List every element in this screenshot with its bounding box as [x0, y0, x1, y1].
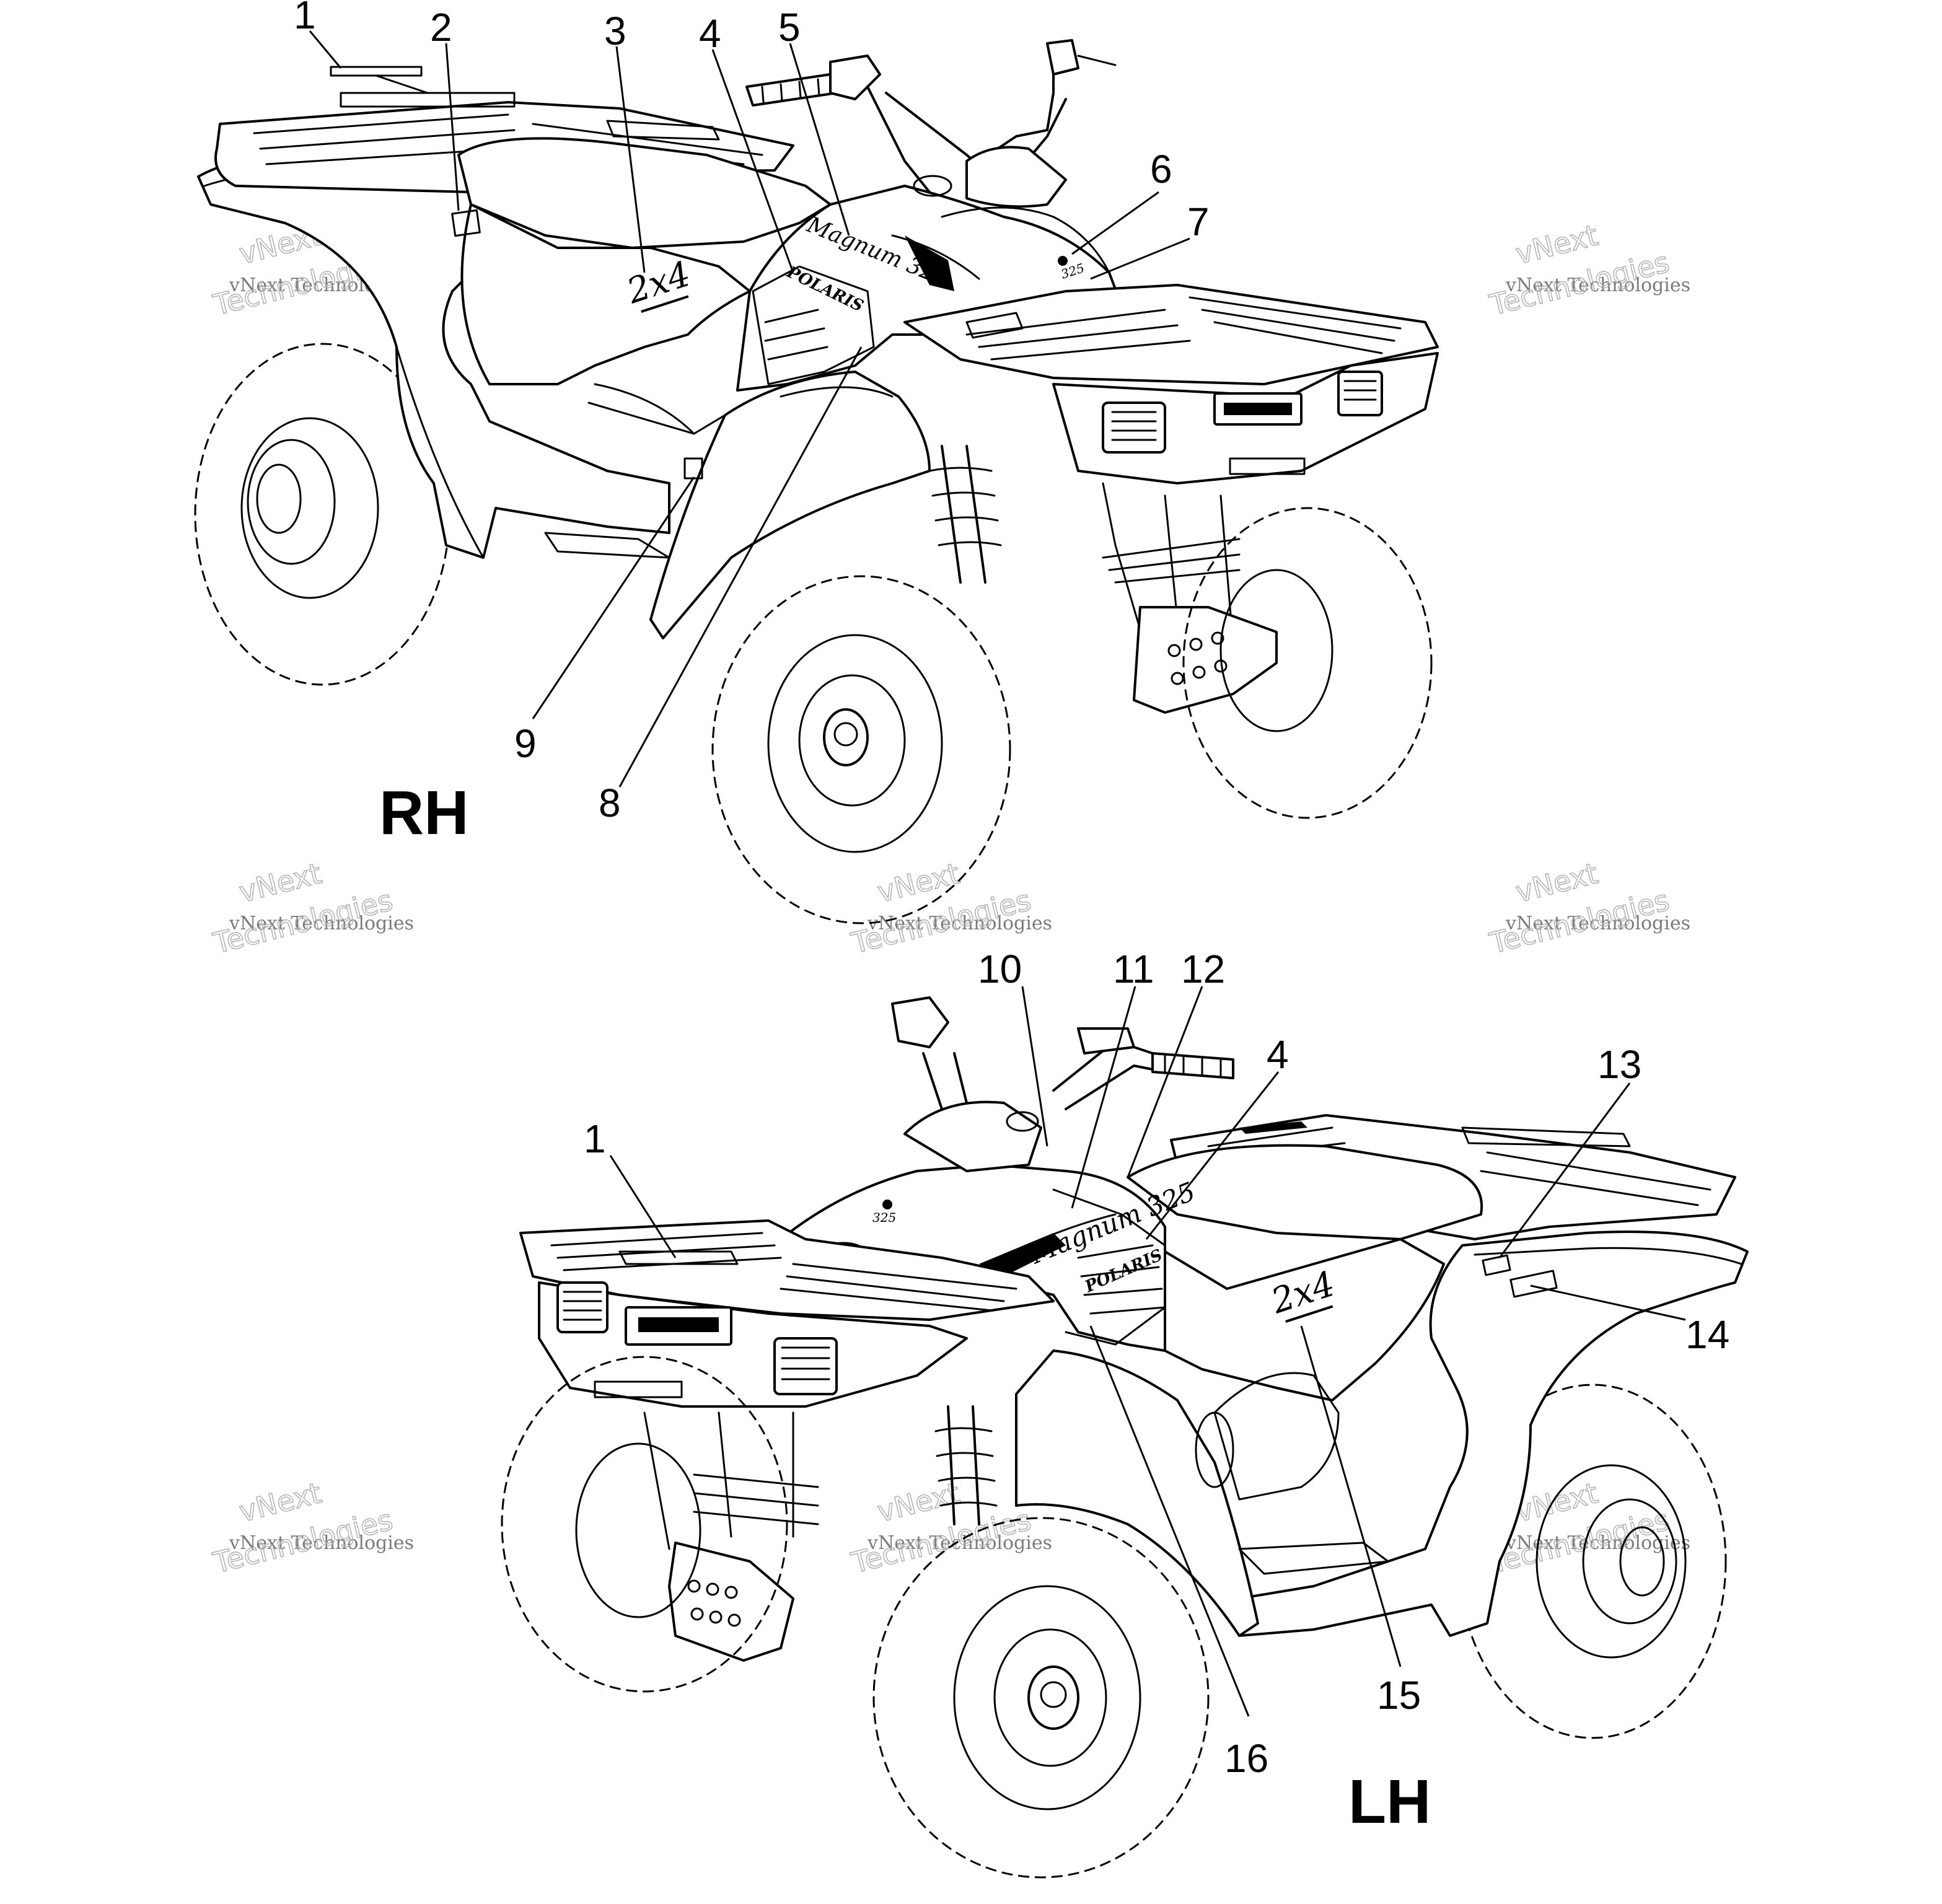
watermark-line: vNext Technologies [1505, 274, 1690, 296]
callout-lh-15: 15 [1377, 1673, 1421, 1718]
watermark-line: vNext Technologies [1505, 913, 1690, 934]
atv-lh-view: 2x4 POLARIS Magnum 325 325 [501, 947, 1749, 1879]
handlebar-rh [745, 39, 1117, 208]
seat-rh [457, 137, 832, 249]
watermark-word: Technologies [209, 884, 396, 960]
front-fender-rh [649, 371, 931, 639]
front-bumper-rh [1052, 352, 1439, 485]
front-rack-rh [903, 284, 1439, 385]
watermark-word: Technologies [209, 1503, 396, 1580]
watermark: vNext Technologies vNext Technologies [1486, 217, 1691, 322]
seat-lh [1127, 1144, 1483, 1240]
callout-rh-2: 2 [430, 5, 452, 50]
front-left-wheel-rh [1182, 507, 1433, 819]
view-label-rh: RH [379, 778, 468, 848]
watermark-line: vNext Technologies [229, 1532, 414, 1554]
leader-lines-lh [609, 986, 1686, 1717]
watermark-word: vNext [1513, 218, 1601, 271]
callout-rh-3: 3 [604, 9, 626, 53]
watermark-word: vNext [236, 856, 325, 909]
watermark-word: vNext [236, 1476, 325, 1529]
watermark: vNext Technologies vNext Technologies [209, 1475, 415, 1580]
callout-lh-13: 13 [1597, 1042, 1641, 1087]
watermark: vNext Technologies vNext Technologies [848, 856, 1053, 960]
decal-325-text: 325 [872, 1210, 896, 1225]
callout-rh-7: 7 [1187, 200, 1210, 244]
front-left-wheel-lh [501, 1356, 788, 1693]
callout-rh-1: 1 [294, 0, 316, 37]
watermark-word: Technologies [1486, 884, 1672, 960]
watermark-word: Technologies [848, 1503, 1034, 1580]
rear-fender-lh [1238, 1231, 1749, 1637]
front-bumper-lh [538, 1281, 968, 1408]
watermark-line: vNext Technologies [867, 1532, 1052, 1554]
watermark-word: vNext [874, 856, 963, 909]
callout-rh-8: 8 [599, 781, 621, 825]
skid-plate-rh [1133, 606, 1278, 714]
atv-rh-view: 2x4 POLARIS Magnum 325 325 [194, 0, 1439, 924]
callout-lh-11: 11 [1113, 947, 1154, 991]
callout-rh-9: 9 [514, 721, 537, 766]
watermark-word: Technologies [1486, 245, 1672, 322]
side-panel-rh [460, 203, 751, 385]
callout-lh-12: 12 [1181, 947, 1225, 991]
watermark-word: vNext [1513, 856, 1601, 909]
decal-325-lh: 325 [872, 1200, 896, 1225]
front-shock-rh [928, 445, 1002, 584]
side-panel-lh [1164, 1238, 1445, 1402]
leader-lines-rh [309, 30, 1190, 787]
watermark-word: vNext [874, 1476, 963, 1529]
callout-lh-4: 4 [1267, 1032, 1289, 1077]
rear-wheel-lh [1458, 1384, 1727, 1739]
view-label-lh: LH [1348, 1767, 1431, 1836]
handlebar-lh [891, 996, 1234, 1172]
callout-rh-5: 5 [778, 5, 801, 50]
front-right-wheel-lh [872, 1517, 1210, 1879]
front-shock-lh [934, 1405, 998, 1525]
callout-lh-10: 10 [978, 947, 1022, 991]
callout-lh-14: 14 [1685, 1312, 1729, 1357]
rear-wheel-rh [194, 343, 450, 686]
watermark-line: vNext Technologies [229, 913, 414, 934]
watermark-line: vNext Technologies [867, 913, 1052, 934]
callout-rh-6: 6 [1150, 147, 1172, 191]
front-right-wheel-rh [711, 575, 1011, 924]
front-fender-lh [1015, 1349, 1259, 1637]
callout-rh-4: 4 [699, 11, 721, 56]
watermark: vNext Technologies vNext Technologies [209, 856, 415, 960]
callout-lh-1: 1 [584, 1117, 606, 1161]
callout-lh-16: 16 [1224, 1736, 1268, 1781]
watermark: vNext Technologies vNext Technologies [1486, 856, 1691, 960]
skid-plate-lh [668, 1542, 794, 1662]
